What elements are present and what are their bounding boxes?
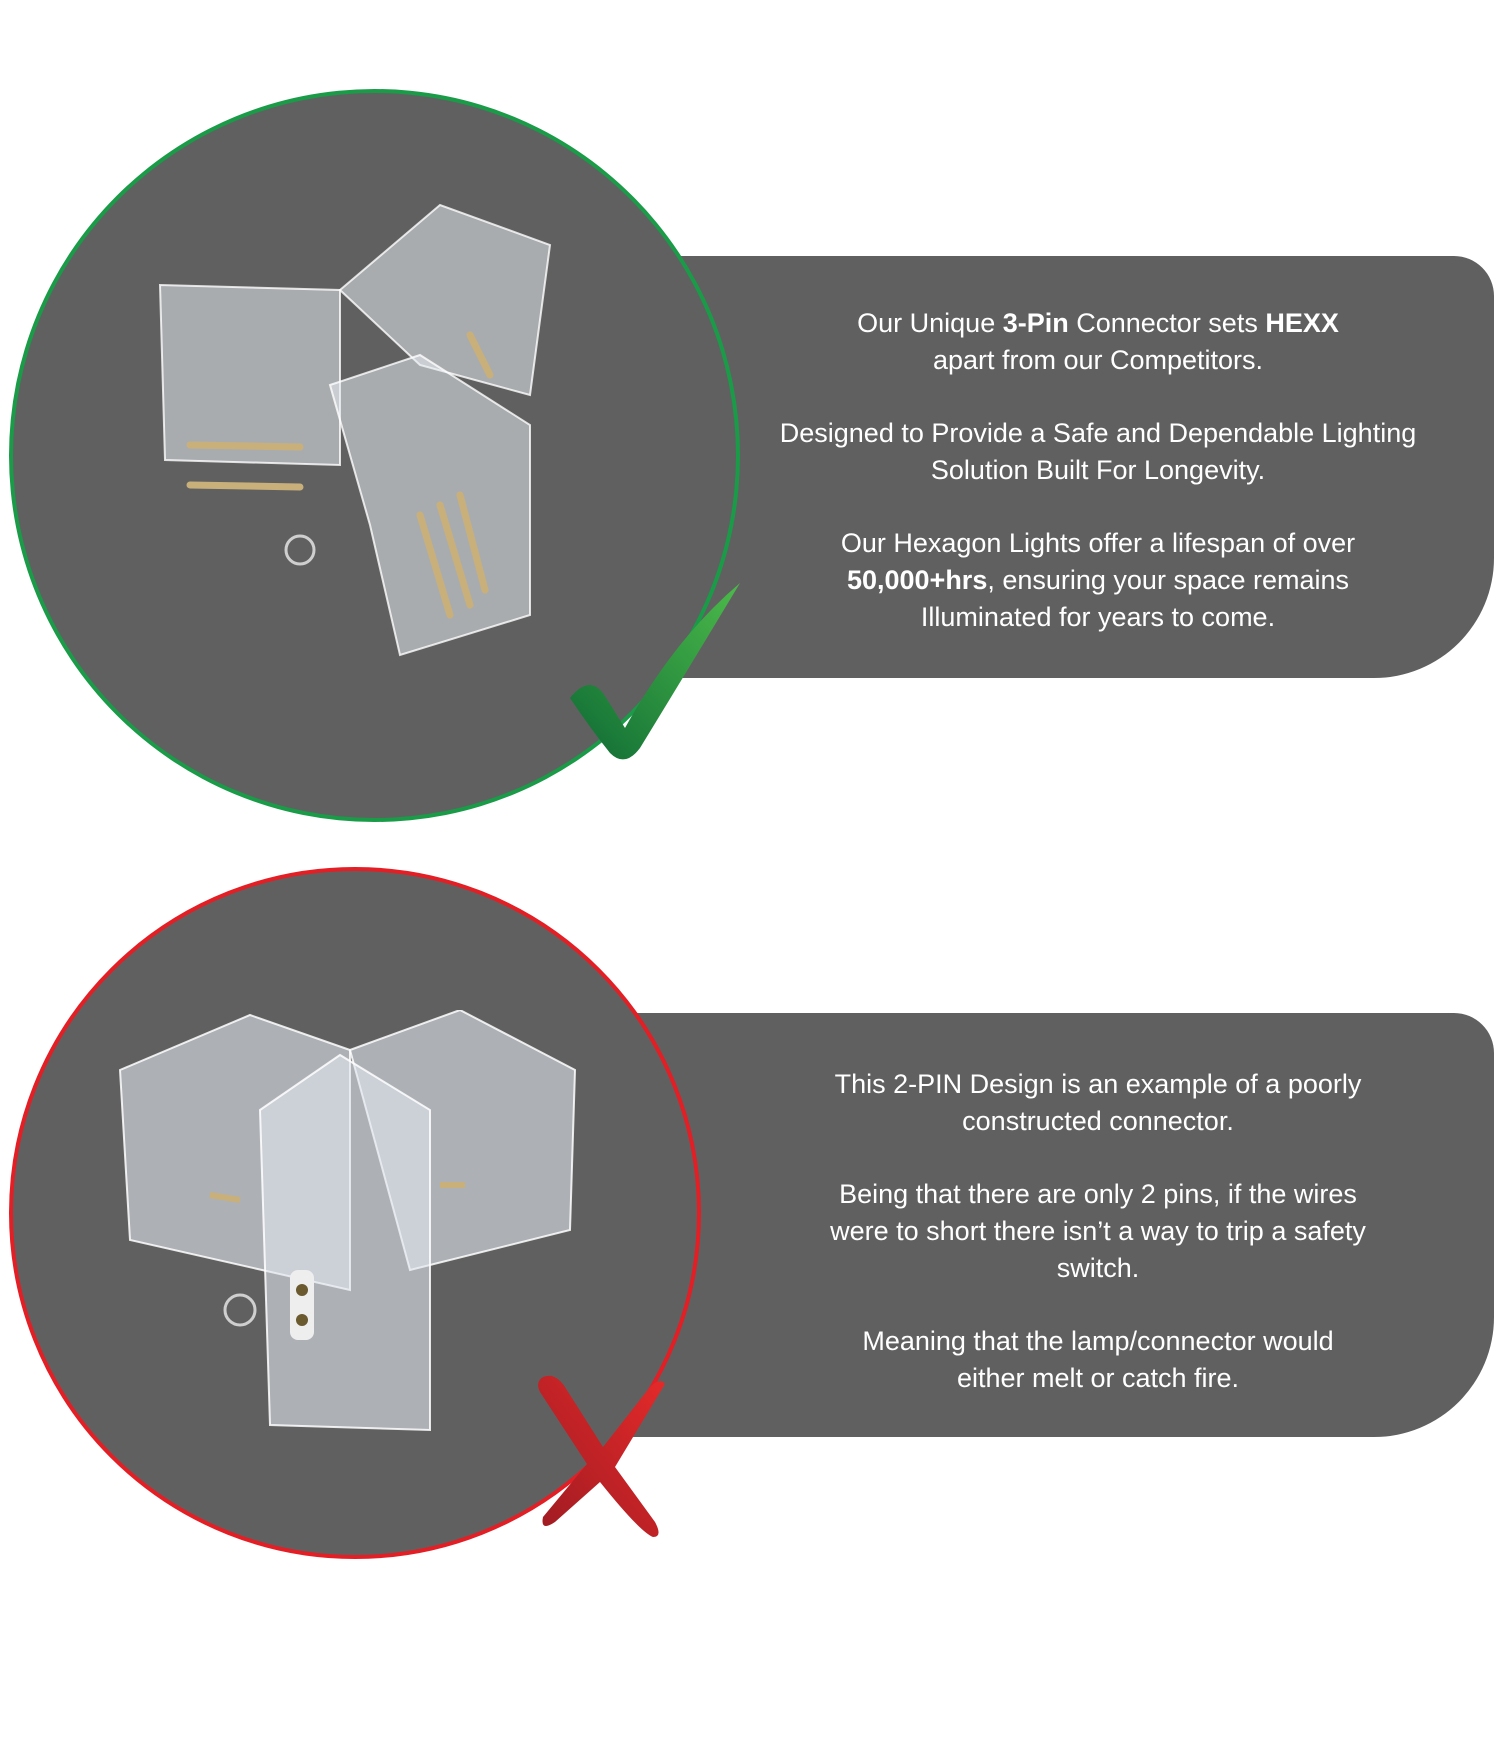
paragraph-intro: Our Unique 3-Pin Connector sets HEXX apa… xyxy=(778,305,1418,379)
three-pin-connector-image xyxy=(158,203,552,657)
text: Our Unique xyxy=(857,308,1003,338)
text: apart from our Competitors. xyxy=(932,345,1264,375)
text: , ensuring your space remains Illuminate… xyxy=(920,565,1350,632)
three-pin-description: Our Unique 3-Pin Connector sets HEXX apa… xyxy=(778,305,1418,672)
paragraph-poor-design: This 2-PIN Design is an example of a poo… xyxy=(834,1069,1362,1136)
text: Connector sets xyxy=(1068,308,1266,338)
info-panel-2pin xyxy=(580,1013,1494,1437)
checkmark-icon xyxy=(570,583,740,760)
highlight-3pin: 3-Pin xyxy=(1002,308,1069,338)
cross-icon xyxy=(538,1375,665,1537)
highlight-brand: HEXX xyxy=(1265,308,1339,338)
highlight-hours: 50,000+hrs xyxy=(846,565,988,595)
two-pin-description: This 2-PIN Design is an example of a poo… xyxy=(778,1066,1418,1433)
two-pin-connector-image xyxy=(118,1010,577,1432)
text: Our Hexagon Lights offer a lifespan of o… xyxy=(840,528,1356,558)
paragraph-no-safety: Being that there are only 2 pins, if the… xyxy=(830,1179,1366,1283)
paragraph-lifespan: Our Hexagon Lights offer a lifespan of o… xyxy=(778,525,1418,636)
paragraph-safety: Designed to Provide a Safe and Dependabl… xyxy=(779,418,1417,485)
info-panel-3pin xyxy=(620,256,1494,678)
paragraph-fire-risk: Meaning that the lamp/connector would ei… xyxy=(862,1326,1334,1393)
